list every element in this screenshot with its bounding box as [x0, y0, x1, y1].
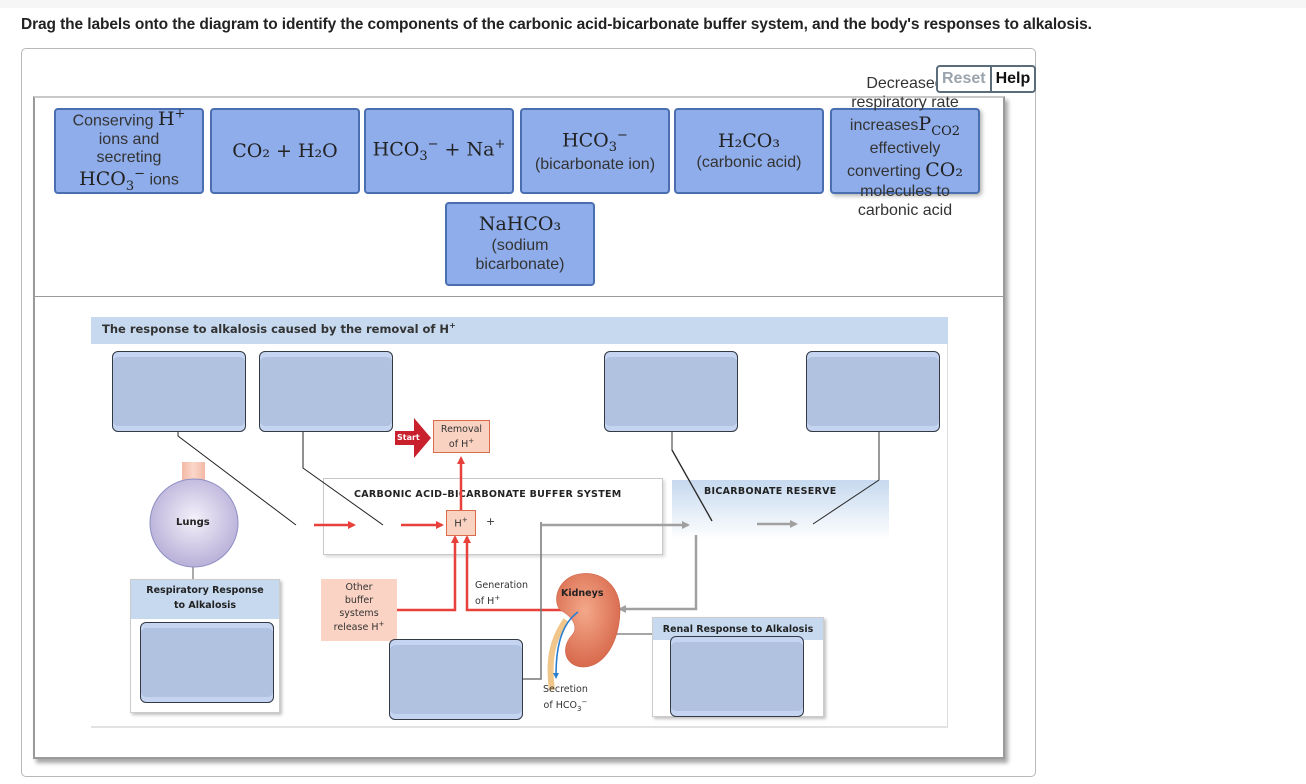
kidney-icon — [556, 573, 621, 668]
generation-of-h-label: Generation of H+ — [475, 580, 528, 607]
red-arrow-generation — [463, 535, 565, 612]
diagram-title: The response to alkalosis caused by the … — [91, 317, 948, 344]
grey-arrow-to-kidneys — [618, 535, 698, 613]
kidneys-label: Kidneys — [561, 588, 604, 599]
label-bank-divider — [35, 296, 1005, 297]
bicarbonate-reserve-title: BICARBONATE RESERVE — [704, 486, 837, 497]
leader-line-2 — [302, 431, 384, 526]
lungs-icon — [149, 478, 239, 568]
instructions: Drag the labels onto the diagram to iden… — [21, 16, 1092, 33]
label-conserving-h-secreting-hco3[interactable]: Conserving H+ ions and secreting HCO3− i… — [54, 107, 204, 194]
h-plus-box: H+ — [446, 510, 476, 536]
drop-target-2[interactable] — [259, 351, 393, 432]
toolbar: Reset Help — [936, 65, 1037, 93]
reset-button[interactable]: Reset — [936, 65, 991, 93]
buffer-system-box: CARBONIC ACID–BICARBONATE BUFFER SYSTEM — [323, 478, 663, 555]
leader-line-1 — [177, 431, 297, 526]
removal-of-h-box: Removal of H+ — [433, 420, 490, 453]
top-strip — [0, 0, 1306, 8]
label-sodium-bicarbonate[interactable]: NaHCO₃ (sodium bicarbonate) — [445, 202, 595, 286]
leader-line-3 — [671, 431, 713, 522]
plus-sign: + — [486, 515, 496, 528]
drop-target-3[interactable] — [604, 351, 738, 432]
secretion-of-hco3-label: Secretion of HCO3− — [543, 684, 588, 713]
drop-target-5[interactable] — [140, 622, 274, 703]
drop-target-4[interactable] — [806, 351, 940, 432]
leader-line-4b — [812, 479, 880, 525]
grey-line-target — [522, 522, 542, 680]
lungs-label: Lungs — [176, 517, 210, 528]
label-decreased-respiratory-rate[interactable] — [830, 108, 980, 194]
ureter-icon — [547, 618, 569, 691]
other-buffer-systems-box: Other buffer systems release H+ — [321, 579, 397, 641]
drop-target-1[interactable] — [112, 351, 246, 432]
bicarbonate-reserve-box: BICARBONATE RESERVE — [672, 480, 889, 540]
drop-target-7[interactable] — [670, 636, 804, 717]
label-bicarbonate-ion[interactable]: HCO3− (bicarbonate ion) — [520, 108, 670, 194]
label-decreased-respiratory-rate-text[interactable]: Decreased respiratory rate increasesPCO2… — [847, 75, 963, 219]
red-arrow-other-buffer — [397, 535, 459, 612]
bicarbonate-secretion-arrow — [553, 611, 579, 679]
lungs-trachea — [182, 462, 205, 480]
label-co2-h2o[interactable]: CO₂ + H₂O — [210, 108, 360, 194]
help-button[interactable]: Help — [990, 65, 1037, 93]
drop-target-6[interactable] — [389, 639, 523, 720]
label-carbonic-acid[interactable]: H₂CO₃ (carbonic acid) — [674, 108, 824, 194]
buffer-system-title: CARBONIC ACID–BICARBONATE BUFFER SYSTEM — [354, 489, 622, 500]
leader-line-3b — [671, 449, 713, 522]
start-label: Start — [397, 433, 420, 442]
start-arrow — [395, 418, 431, 458]
label-hco3-na[interactable]: HCO3− + Na+ — [364, 108, 514, 194]
